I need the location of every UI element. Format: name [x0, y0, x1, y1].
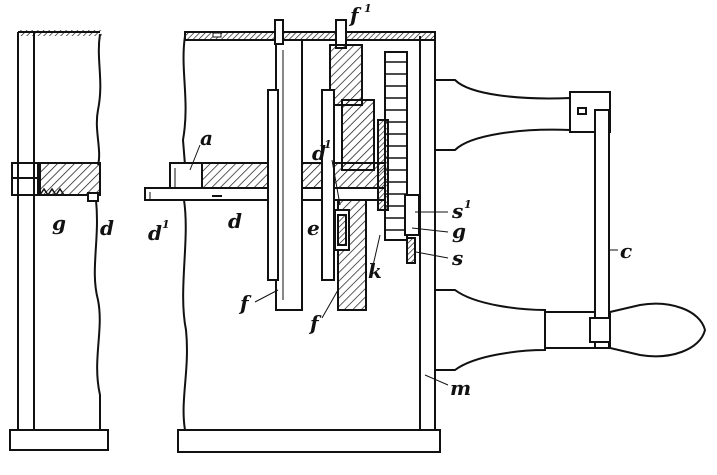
label-f1-sup: 1	[364, 2, 372, 15]
label-d-center: d	[228, 209, 242, 233]
label-s: s	[451, 246, 463, 270]
label-d1-center-sup: 1	[324, 138, 332, 151]
label-g-right: g	[452, 219, 466, 243]
label-e: e	[307, 216, 320, 240]
leader-lines	[189, 144, 618, 386]
label-k: k	[368, 259, 382, 283]
reference-labels: a c d d d 1 d 1 e f f f 1 g g k m s s 1	[52, 2, 632, 400]
label-g-left: g	[52, 211, 66, 235]
gear-wheel	[377, 51, 420, 264]
left-side-frame	[9, 30, 109, 451]
label-s1-sup: 1	[464, 198, 472, 211]
label-d1-left-sup: 1	[162, 218, 170, 231]
label-s1: s	[451, 199, 463, 223]
label-f1: f	[348, 3, 362, 27]
label-f-left: f	[238, 291, 252, 315]
label-f-center: f	[308, 311, 322, 335]
crank-assembly	[434, 79, 707, 371]
label-m: m	[450, 376, 471, 400]
label-a: a	[200, 126, 213, 150]
label-d1-center: d	[312, 141, 326, 165]
disc-f-left	[267, 19, 303, 311]
label-d-left: d	[100, 216, 114, 240]
label-c: c	[620, 239, 632, 263]
label-d1-left: d	[148, 221, 162, 245]
main-frame	[177, 31, 441, 453]
disc-f-center	[321, 19, 375, 311]
